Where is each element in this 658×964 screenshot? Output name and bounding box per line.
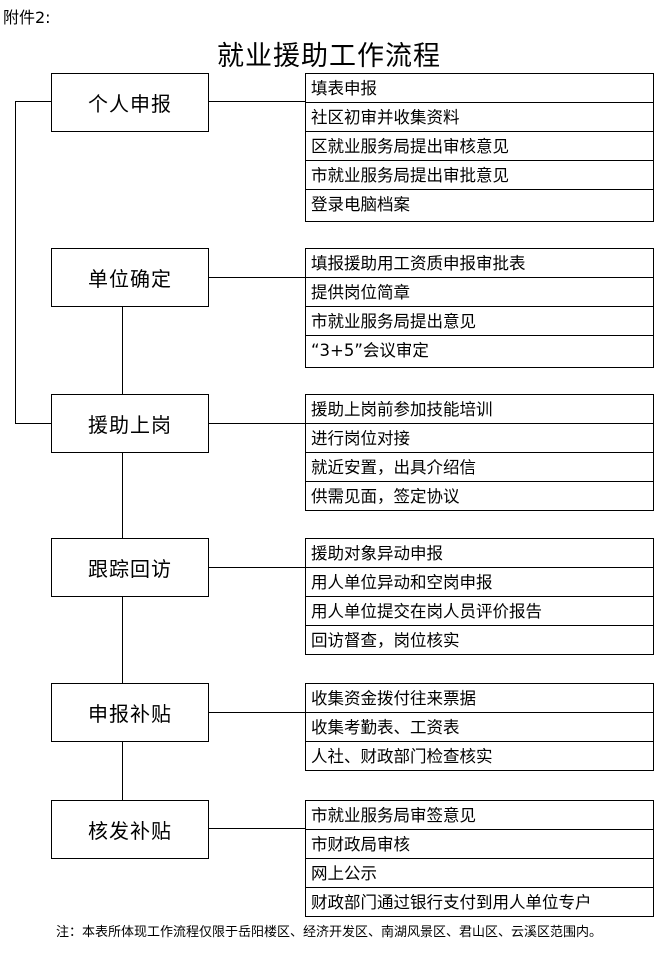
branch-connector-2 [208, 277, 306, 278]
step-item: 提供岗位简章 [306, 278, 653, 307]
steps-table-subsidy-issuance: 市就业服务局审签意见 市财政局审核 网上公示 财政部门通过银行支付到用人单位专户 [305, 800, 654, 917]
trunk-connector-4-5 [122, 596, 123, 684]
trunk-connector-2-3 [122, 306, 123, 395]
steps-table-assisted-employment: 援助上岗前参加技能培训 进行岗位对接 就近安置，出具介绍信 供需见面，签定协议 [305, 394, 654, 511]
trunk-connector-5-6 [122, 741, 123, 801]
stage-label: 单位确定 [88, 267, 172, 291]
attachment-label: 附件2: [3, 8, 51, 27]
step-item: 收集考勤表、工资表 [306, 713, 653, 742]
step-item: 用人单位异动和空岗申报 [306, 568, 653, 597]
footnote: 注：本表所体现工作流程仅限于岳阳楼区、经济开发区、南湖风景区、君山区、云溪区范围… [56, 925, 603, 940]
stage-label: 援助上岗 [88, 413, 172, 437]
step-item: 人社、财政部门检查核实 [311, 747, 493, 766]
page-title: 就业援助工作流程 [217, 41, 441, 72]
step-item: 就近安置，出具介绍信 [306, 453, 653, 482]
step-item: 供需见面，签定协议 [311, 487, 460, 506]
steps-table-subsidy-application: 收集资金拨付往来票据 收集考勤表、工资表 人社、财政部门检查核实 [305, 683, 654, 771]
step-item: “3+5”会议审定 [311, 341, 429, 360]
stage-box-personal-application: 个人申报 [51, 73, 209, 132]
step-item: 财政部门通过银行支付到用人单位专户 [311, 893, 592, 912]
steps-table-unit-confirmation: 填报援助用工资质申报审批表 提供岗位简章 市就业服务局提出意见 “3+5”会议审… [305, 248, 654, 368]
stage-label: 跟踪回访 [88, 557, 172, 581]
branch-connector-6 [208, 828, 306, 829]
stage-box-unit-confirmation: 单位确定 [51, 248, 209, 307]
branch-connector-3 [208, 423, 306, 424]
step-item: 用人单位提交在岗人员评价报告 [306, 597, 653, 626]
stage-box-follow-up-visit: 跟踪回访 [51, 538, 209, 597]
stage-box-subsidy-issuance: 核发补贴 [51, 800, 209, 859]
branch-connector-5 [208, 712, 306, 713]
stage-box-subsidy-application: 申报补贴 [51, 683, 209, 742]
stage-label: 核发补贴 [88, 819, 172, 843]
left-connector-top [15, 101, 52, 102]
step-item: 市就业服务局提出审批意见 [306, 161, 653, 190]
branch-connector-4 [208, 567, 306, 568]
stage-label: 个人申报 [88, 92, 172, 116]
step-item: 收集资金拨付往来票据 [306, 684, 653, 713]
branch-connector-1 [208, 101, 306, 102]
step-item: 援助上岗前参加技能培训 [306, 395, 653, 424]
step-item: 区就业服务局提出审核意见 [306, 132, 653, 161]
stage-label: 申报补贴 [88, 702, 172, 726]
step-item: 进行岗位对接 [306, 424, 653, 453]
step-item: 社区初审并收集资料 [306, 103, 653, 132]
step-item: 回访督查，岗位核实 [311, 631, 460, 650]
step-item: 援助对象异动申报 [306, 539, 653, 568]
step-item: 登录电脑档案 [311, 195, 410, 214]
step-item: 市就业服务局审签意见 [306, 801, 653, 830]
step-item: 市就业服务局提出意见 [306, 307, 653, 336]
step-item: 填报援助用工资质申报审批表 [306, 249, 653, 278]
step-item: 市财政局审核 [306, 830, 653, 859]
steps-table-follow-up-visit: 援助对象异动申报 用人单位异动和空岗申报 用人单位提交在岗人员评价报告 回访督查… [305, 538, 654, 655]
left-connector-vertical [15, 101, 16, 424]
step-item: 填表申报 [306, 74, 653, 103]
trunk-connector-3-4 [122, 452, 123, 539]
stage-box-assisted-employment: 援助上岗 [51, 394, 209, 453]
steps-table-personal-application: 填表申报 社区初审并收集资料 区就业服务局提出审核意见 市就业服务局提出审批意见… [305, 73, 654, 222]
step-item: 网上公示 [306, 859, 653, 888]
left-connector-bottom [15, 423, 52, 424]
